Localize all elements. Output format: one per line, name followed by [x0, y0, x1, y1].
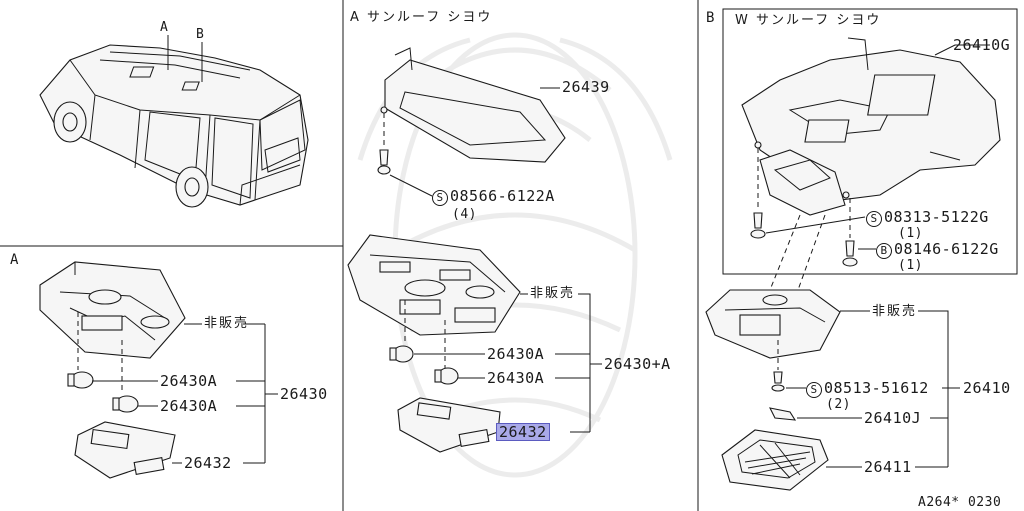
mid-leaders: [389, 87, 602, 433]
right-screw-1-qty: (1): [898, 226, 923, 241]
right-bolt-code: 08146-6122G: [894, 240, 999, 258]
right-assembly-part-number[interactable]: 26410: [963, 379, 1011, 397]
s-circle-icon: S: [806, 382, 822, 398]
mid-bulb-2-part-number[interactable]: 26430A: [487, 369, 545, 387]
right-bulb-part-number[interactable]: 26410J: [864, 409, 922, 427]
b-circle-icon: B: [876, 243, 892, 259]
left-lens-part-number[interactable]: 26432: [184, 454, 232, 472]
right-plate: [741, 37, 1001, 216]
right-lens-part-number[interactable]: 26411: [864, 458, 912, 476]
car-illustration: [39, 35, 309, 208]
left-bulbs: [67, 312, 139, 413]
mid-bracket: [380, 47, 566, 163]
left-assembly-part-number[interactable]: 26430: [280, 385, 328, 403]
right-lens: [721, 429, 829, 491]
mid-console: [347, 234, 521, 336]
mid-screw-qty: (4): [452, 207, 477, 222]
right-console: [705, 289, 841, 359]
right-bolt-qty: (1): [898, 258, 923, 273]
right-not-sold-label: 非販売: [872, 304, 918, 319]
right-fasteners: [750, 148, 858, 291]
right-screw-2-code: 08513-51612: [824, 379, 929, 397]
panel-b-box: [722, 8, 1018, 275]
s-circle-icon: S: [866, 211, 882, 227]
s-circle-icon: S: [432, 190, 448, 206]
mid-bracket-part-number[interactable]: 26439: [562, 78, 610, 96]
panel-b-subtitle: W サンルーフ シヨウ: [735, 13, 882, 28]
mid-lens: [397, 397, 501, 453]
diagram-code: A264* 0230: [918, 495, 1002, 510]
mid-lens-part-number-highlighted[interactable]: 26432: [496, 423, 550, 441]
left-lens: [74, 421, 176, 479]
right-plate-part-number[interactable]: 26410G: [953, 36, 1011, 54]
mid-assembly-part-number[interactable]: 26430+A: [604, 355, 671, 373]
left-console-assembly: [39, 261, 186, 359]
mid-bulbs: [389, 300, 459, 385]
right-screw-bulb: [769, 340, 797, 421]
right-screw-1-code: 08313-5122G: [884, 208, 989, 226]
panel-a-top-title: A サンルーフ シヨウ: [350, 10, 493, 25]
left-bulb-1-part-number[interactable]: 26430A: [160, 372, 218, 390]
panel-b-title: B: [706, 10, 715, 26]
car-callout-a: A: [160, 20, 169, 35]
mid-bulb-1-part-number[interactable]: 26430A: [487, 345, 545, 363]
panel-a-left-title: A: [10, 252, 19, 268]
left-not-sold-label: 非販売: [204, 316, 250, 331]
left-bulb-2-part-number[interactable]: 26430A: [160, 397, 218, 415]
car-callout-b: B: [196, 27, 205, 42]
mid-screw: [377, 113, 391, 175]
mid-not-sold-label: 非販売: [530, 286, 576, 301]
left-leaders: [92, 323, 278, 464]
right-screw-2-qty: (2): [826, 397, 851, 412]
mid-screw-code: 08566-6122A: [450, 187, 555, 205]
right-leaders: [765, 44, 990, 468]
